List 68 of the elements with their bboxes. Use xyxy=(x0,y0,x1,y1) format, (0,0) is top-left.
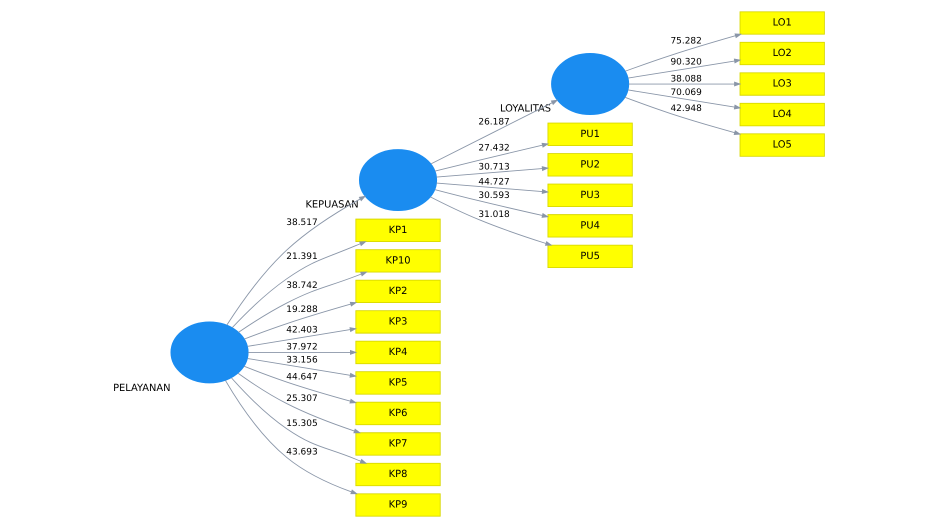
arrow xyxy=(625,33,742,72)
arrow xyxy=(430,100,558,164)
arrow xyxy=(434,142,550,172)
node-box: KP7 xyxy=(355,432,441,456)
edge-label: 25.307 xyxy=(286,394,318,404)
node-box: PU5 xyxy=(548,244,633,268)
arrow xyxy=(628,90,742,110)
node-box: KP10 xyxy=(355,249,441,273)
edge-label: 75.282 xyxy=(670,36,702,47)
edge-label: 38.517 xyxy=(286,218,318,228)
node-ellipse xyxy=(170,321,249,384)
arrow xyxy=(226,196,366,326)
arrow xyxy=(624,96,742,135)
edge-label: 44.647 xyxy=(286,372,318,382)
node-box: LO3 xyxy=(740,72,825,96)
arrow xyxy=(244,366,358,404)
arrow xyxy=(430,196,552,246)
arrow xyxy=(231,377,368,464)
node-box: KP5 xyxy=(355,371,441,395)
edge-label: 42.948 xyxy=(670,104,702,114)
arrow xyxy=(244,302,358,340)
arrow xyxy=(238,372,361,434)
arrow xyxy=(232,241,367,328)
node-box: LO4 xyxy=(740,102,825,126)
edge-label: 37.972 xyxy=(286,342,318,353)
edge-label: 43.693 xyxy=(286,448,318,458)
node-box: KP6 xyxy=(355,402,441,426)
arrow xyxy=(628,82,742,87)
arrow xyxy=(436,166,550,178)
node-box: PU1 xyxy=(548,122,633,146)
edge-label: 30.713 xyxy=(478,162,510,172)
edge-label: 90.320 xyxy=(670,57,702,68)
arrow xyxy=(247,327,357,347)
node-box: KP8 xyxy=(355,462,441,486)
node-box: PU4 xyxy=(548,214,633,238)
node-box: KP4 xyxy=(355,340,441,364)
edge-label: 19.288 xyxy=(286,305,318,316)
edge-label: 27.432 xyxy=(478,143,510,154)
edge-label: 26.187 xyxy=(478,117,510,128)
arrow xyxy=(224,380,358,494)
arrow xyxy=(436,182,550,194)
node-box: LO2 xyxy=(740,42,825,66)
arrow xyxy=(247,358,357,378)
node-box: PU3 xyxy=(548,184,633,207)
edge-label: 31.018 xyxy=(478,210,510,220)
edge-label: 21.391 xyxy=(286,252,318,262)
arrow xyxy=(628,58,742,79)
node-label: LOYALITAS xyxy=(500,104,552,115)
edge-label: 33.156 xyxy=(286,355,318,366)
node-box: PU2 xyxy=(548,153,633,176)
node-box: LO1 xyxy=(740,11,825,35)
edge-label: 44.727 xyxy=(478,178,510,188)
arrow xyxy=(434,189,550,218)
edge-label: 38.088 xyxy=(670,74,702,84)
edge-label: 15.305 xyxy=(286,419,318,430)
node-box: KP1 xyxy=(355,218,441,242)
arrow xyxy=(238,272,368,333)
node-box: KP9 xyxy=(355,493,441,517)
node-label: PELAYANAN xyxy=(113,382,170,394)
node-box: LO5 xyxy=(740,133,825,157)
edge-label: 30.593 xyxy=(478,191,510,202)
node-box: KP3 xyxy=(355,310,441,334)
edge-label: 70.069 xyxy=(670,88,702,98)
arrow xyxy=(248,350,358,355)
edge-label: 38.742 xyxy=(286,280,318,291)
edge-label: 42.403 xyxy=(286,326,318,336)
node-label: KEPUASAN xyxy=(305,200,359,211)
node-box: KP2 xyxy=(355,280,441,304)
